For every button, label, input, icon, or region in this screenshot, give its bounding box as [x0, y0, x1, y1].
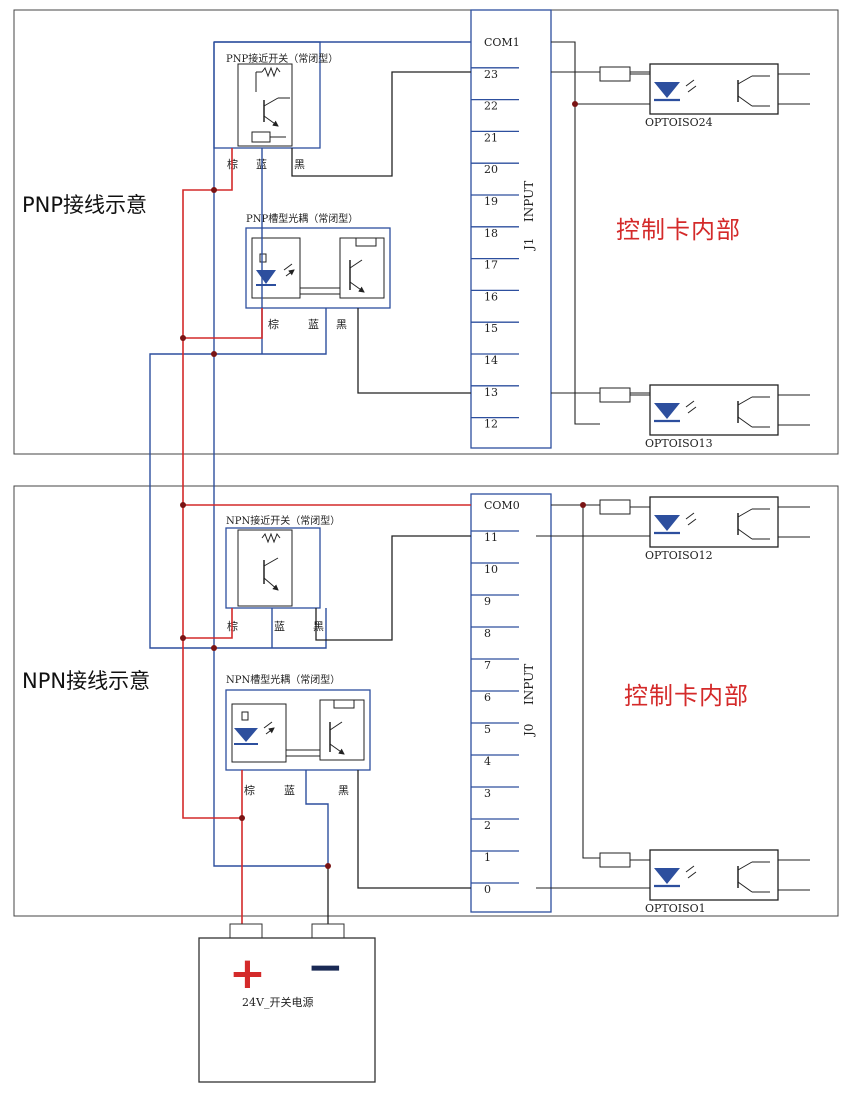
- optoisolator-label: OPTOISO1: [645, 902, 706, 915]
- pnp-slot-brown-label: 棕: [268, 317, 279, 331]
- optoisolator-label: OPTOISO12: [645, 549, 713, 562]
- j0-name: INPUT: [522, 664, 536, 705]
- j0-pin: 4: [484, 755, 491, 768]
- signal-wires: [291, 71, 471, 924]
- optoisolator-label: OPTOISO24: [645, 116, 713, 129]
- power-plus-symbol: +: [229, 948, 266, 999]
- power-minus-symbol: −: [307, 942, 344, 993]
- j1-pin: 18: [484, 227, 498, 240]
- j0-pin: 7: [484, 659, 491, 672]
- npn-slot-black-label: 黑: [338, 784, 349, 797]
- npn-slot-label: NPN槽型光耦（常闭型）: [226, 673, 340, 686]
- blue-wires: [149, 41, 471, 867]
- pnp-prox-black-label: 黑: [294, 158, 305, 171]
- j1-pin: 15: [484, 322, 498, 335]
- j1-designator: J1: [522, 238, 536, 252]
- power-supply: + − 24V_开关电源: [198, 923, 376, 1083]
- pnp-slot-blue-label: 蓝: [308, 318, 319, 331]
- npn-slot-optocoupler: NPN槽型光耦（常闭型） 棕 蓝 黑: [225, 673, 371, 797]
- j1-pin: COM1: [484, 36, 520, 49]
- npn-section-title: NPN接线示意: [22, 669, 150, 693]
- npn-prox-black-label: 黑: [313, 620, 324, 633]
- j1-pin: 21: [484, 131, 498, 144]
- npn-slot-brown-label: 棕: [244, 783, 255, 797]
- npn-proximity-label: NPN接近开关（常闭型）: [226, 514, 340, 527]
- j1-pin: 22: [484, 100, 498, 113]
- pnp-section-title: PNP接线示意: [22, 193, 147, 217]
- j0-pin: 2: [484, 819, 491, 832]
- npn-board-label: 控制卡内部: [624, 682, 749, 710]
- pnp-slot-optocoupler: PNP槽型光耦（常闭型） 棕 蓝 黑: [245, 212, 391, 331]
- j1-pin: 16: [484, 290, 498, 303]
- j1-pin: 12: [484, 418, 498, 431]
- j1-pin: 20: [484, 163, 498, 176]
- j0-pin: 1: [484, 851, 491, 864]
- j1-pin: 19: [484, 195, 498, 208]
- j0-pin: 0: [484, 883, 491, 896]
- optoisolator: OPTOISO24: [599, 63, 810, 129]
- pnp-proximity-label: PNP接近开关（常闭型）: [226, 52, 338, 65]
- j0-pin: 9: [484, 595, 491, 608]
- npn-section-frame: [13, 485, 839, 917]
- connector-j1: COM1 23 22 21 20 19 18 17 16 15 14 13 12 J1 INPUT: [470, 9, 552, 449]
- pnp-section-frame: [13, 9, 839, 455]
- optoisolator-label: OPTOISO13: [645, 437, 713, 450]
- optoisolator: OPTOISO1: [599, 849, 810, 915]
- optoisolator: OPTOISO13: [599, 384, 810, 450]
- pnp-slot-black-label: 黑: [336, 318, 347, 331]
- npn-prox-blue-label: 蓝: [274, 620, 285, 633]
- j0-pin: 8: [484, 627, 491, 640]
- j0-designator: J0: [522, 724, 536, 738]
- red-wires: [182, 148, 471, 924]
- j1-name: INPUT: [522, 181, 536, 222]
- j0-pin: COM0: [484, 499, 520, 512]
- j0-pin: 3: [484, 787, 491, 800]
- j1-pin: 23: [484, 68, 498, 81]
- pnp-board-label: 控制卡内部: [616, 216, 741, 244]
- internal-wires: [536, 41, 650, 889]
- j0-pin: 6: [484, 691, 491, 704]
- npn-slot-blue-label: 蓝: [284, 784, 295, 797]
- j1-pin-list: COM1 23 22 21 20 19 18 17 16 15 14 13 12: [471, 36, 520, 431]
- j0-pin: 10: [484, 563, 498, 576]
- power-supply-label: 24V_开关电源: [242, 995, 313, 1009]
- pnp-slot-label: PNP槽型光耦（常闭型）: [246, 212, 358, 225]
- npn-proximity-switch: NPN接近开关（常闭型） 棕 蓝 黑: [225, 514, 340, 633]
- j1-pin: 13: [484, 386, 498, 399]
- junction-nodes: [180, 101, 586, 869]
- j0-pin: 11: [484, 531, 498, 544]
- j1-pin: 17: [484, 259, 498, 272]
- optoisolator: OPTOISO12: [599, 496, 810, 562]
- j1-pin: 14: [484, 354, 498, 367]
- j0-pin: 5: [484, 723, 491, 736]
